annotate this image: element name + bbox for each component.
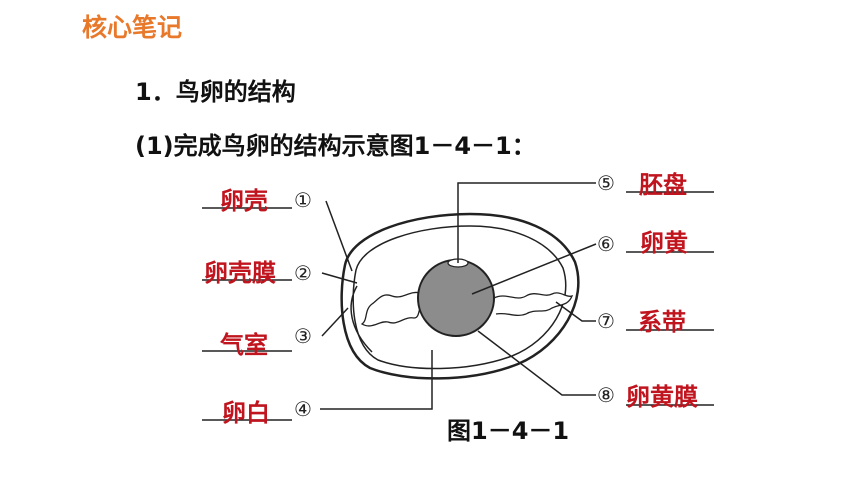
chalaza-left: [360, 291, 423, 327]
yolk: [417, 259, 495, 337]
marker-8: ⑧: [597, 383, 615, 407]
air-chamber-line: [350, 285, 373, 353]
figure-caption: 图1－4－1: [447, 417, 570, 445]
instruction-text: (1)完成鸟卵的结构示意图1－4－1：: [135, 132, 536, 160]
section-header: 核心笔记: [82, 13, 183, 42]
marker-5: ⑤: [597, 171, 615, 195]
marker-4: ④: [294, 397, 312, 421]
answer-3: 气室: [220, 331, 268, 359]
marker-2: ②: [294, 261, 312, 285]
egg-shell-outline: [340, 212, 580, 380]
shell-membrane-outline: [352, 225, 567, 370]
answer-7: 系带: [638, 308, 686, 336]
answer-8: 卵黄膜: [626, 383, 698, 411]
marker-3: ③: [294, 324, 312, 348]
answer-5: 胚盘: [639, 171, 687, 199]
answer-2: 卵壳膜: [204, 259, 276, 287]
chalaza-right: [493, 292, 574, 317]
answer-4: 卵白: [222, 399, 270, 427]
answer-1: 卵壳: [220, 187, 268, 215]
answer-6: 卵黄: [640, 229, 688, 257]
marker-6: ⑥: [597, 232, 615, 256]
marker-7: ⑦: [597, 309, 615, 333]
heading-bird-egg-structure: 1．鸟卵的结构: [135, 78, 296, 106]
marker-1: ①: [294, 188, 312, 212]
